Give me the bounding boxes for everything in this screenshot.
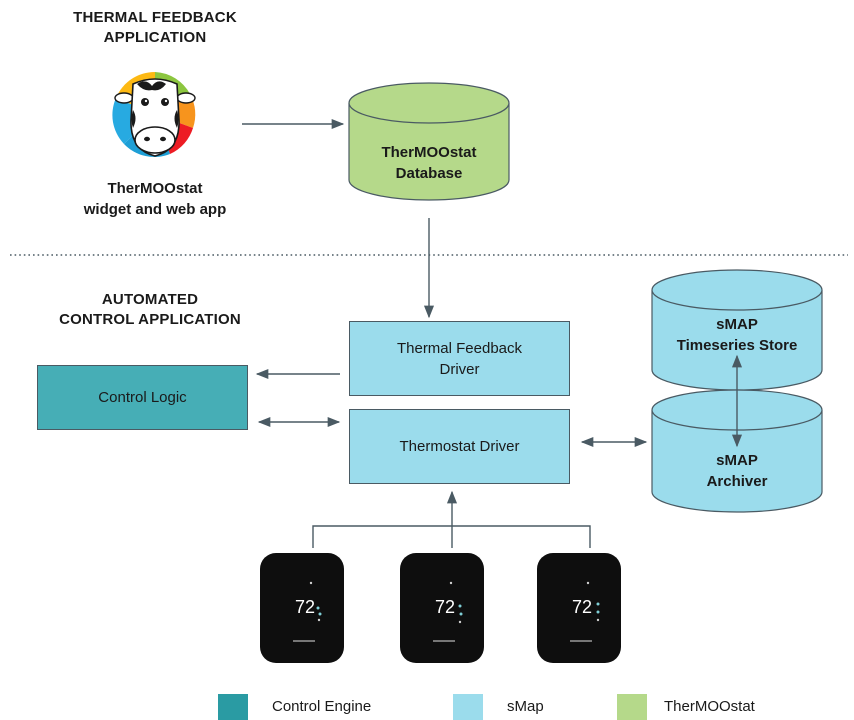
label-line: TherMOOstat <box>381 144 477 161</box>
automated-control-heading: AUTOMATED CONTROL APPLICATION <box>40 290 260 330</box>
database-label: TherMOOstat Database <box>349 142 509 184</box>
caption-line: widget and web app <box>83 201 227 218</box>
legend-label-smap: sMap <box>507 698 544 715</box>
legend-label-control-engine: Control Engine <box>272 698 372 715</box>
thermostat-device <box>260 553 344 663</box>
control-logic-box: Control Logic <box>37 365 248 430</box>
heading-line: AUTOMATED <box>101 291 199 308</box>
thermoostat-database-cylinder <box>348 82 510 201</box>
thermostat-device <box>400 553 484 663</box>
label-line: sMAP <box>716 452 758 469</box>
thermoostat-cow-logo-icon <box>112 71 196 158</box>
smap-archiver-cylinder <box>651 389 823 513</box>
thermostat-temperature: 72 <box>294 597 316 617</box>
thermostat-temperature: 72 <box>434 597 456 617</box>
thermal-feedback-driver-box: Thermal Feedback Driver <box>349 321 570 396</box>
label-line: sMAP <box>716 316 758 333</box>
legend-swatch-thermoostat <box>617 694 647 720</box>
box-line: Driver <box>439 360 480 378</box>
thermostat-driver-label: Thermostat Driver <box>399 438 520 455</box>
heading-line: CONTROL APPLICATION <box>59 311 241 328</box>
archiver-label: sMAP Archiver <box>652 450 822 492</box>
legend-label-thermoostat: TherMOOstat <box>664 698 755 715</box>
app-caption: TherMOOstat widget and web app <box>60 178 250 220</box>
label-line: Database <box>395 165 463 182</box>
legend-swatch-smap <box>453 694 483 720</box>
timeseries-store-label: sMAP Timeseries Store <box>652 314 822 356</box>
legend-swatch-control-engine <box>218 694 248 720</box>
heading-line: APPLICATION <box>103 29 207 46</box>
thermostat-driver-box: Thermostat Driver <box>349 409 570 484</box>
label-line: Archiver <box>706 473 768 490</box>
control-logic-label: Control Logic <box>98 389 187 406</box>
thermostat-device <box>537 553 621 663</box>
label-line: Timeseries Store <box>676 337 798 354</box>
thermal-feedback-heading: THERMAL FEEDBACK APPLICATION <box>35 8 275 48</box>
box-line: Thermal Feedback <box>396 339 523 357</box>
heading-line: THERMAL FEEDBACK <box>73 9 237 26</box>
smap-timeseries-cylinder <box>651 269 823 391</box>
thermostat-temperature: 72 <box>571 597 593 617</box>
caption-line: TherMOOstat <box>107 180 203 197</box>
